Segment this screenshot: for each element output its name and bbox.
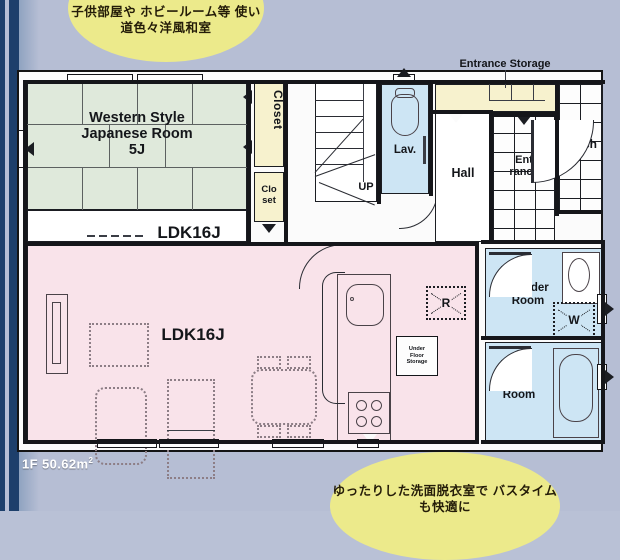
toilet-bowl <box>391 94 419 136</box>
wall-entrance-left <box>481 240 605 244</box>
under-floor-storage-label: Under Floor Storage <box>406 346 428 366</box>
wall-stairs-right <box>377 80 381 204</box>
room-label-ldk: LDK16J <box>157 223 221 242</box>
toilet-tank <box>395 88 415 98</box>
furniture-chair-3 <box>257 425 281 438</box>
floor-plan-sheet: Western Style Japanese Room 5J Closet Cl… <box>17 58 614 479</box>
wall-closet-right <box>284 80 288 244</box>
kitchen-counter-edge <box>322 272 345 404</box>
callout-bottom-bubble: ゆったりした洗面脱衣室で バスタイムも快適に <box>330 452 560 560</box>
room-label-closet-lower: Clo set <box>261 184 277 207</box>
appliance-washer-symbol: W <box>567 313 581 327</box>
wall-outer-top <box>23 80 435 84</box>
kitchen-faucet <box>350 297 354 301</box>
wall-outer-bottom <box>23 440 479 444</box>
floor-area-value: 1F 50.62m <box>22 456 89 472</box>
room-closet-upper[interactable] <box>254 82 284 167</box>
wall-entrance-right <box>489 110 493 244</box>
wall-porch-bottom <box>555 210 603 214</box>
kitchen-burner-1 <box>356 400 367 411</box>
room-hall[interactable] <box>435 112 491 242</box>
wall-lav-right <box>429 80 433 196</box>
room-label-japanese-style: Western Style Japanese Room 5J <box>81 110 193 159</box>
wall-outer-left <box>23 80 27 444</box>
wall-tatami-ldk <box>25 242 325 246</box>
room-label-ldk-text: LDK16J <box>161 325 225 344</box>
left-frame-bar-outer <box>0 0 5 511</box>
kitchen-burner-2 <box>371 400 382 411</box>
bathtub <box>559 354 593 422</box>
furniture-rug <box>89 323 149 367</box>
wall-outer-right <box>601 240 605 444</box>
room-entrance-storage[interactable] <box>435 84 575 112</box>
label-entrance-storage: Entrance Storage <box>459 58 551 70</box>
room-label-lavatory: Lav. <box>393 144 417 156</box>
appliance-refrigerator: R <box>426 286 466 320</box>
vanity-basin <box>568 258 590 292</box>
kitchen-burner-4 <box>371 416 382 427</box>
room-label-hall: Hall <box>451 166 475 180</box>
appliance-washer: W <box>553 302 595 338</box>
floor-area-unit: 2 <box>88 456 94 465</box>
callout-top-text: 子供部屋や ホビールーム等 使い道色々洋風和室 <box>71 5 261 35</box>
furniture-tv <box>52 302 61 364</box>
wall-hall-bottom <box>325 242 479 246</box>
wall-ldk-right <box>475 242 479 444</box>
left-frame-bar-inner <box>9 0 19 511</box>
furniture-chair-1 <box>257 356 281 369</box>
wall-powder-bath-divider <box>481 336 605 340</box>
stairs-up-label: UP <box>358 181 374 193</box>
wall-outer-top-right <box>433 80 605 84</box>
furniture-dining-table <box>251 369 317 425</box>
appliance-refrigerator-symbol: R <box>440 296 452 310</box>
floor-area-label: 1F 50.62m2 <box>22 456 93 471</box>
wall-porch-left <box>555 82 559 216</box>
room-label-closet-upper: Closet <box>271 90 285 130</box>
stairs-area[interactable] <box>315 82 377 202</box>
kitchen-cooktop <box>348 392 390 434</box>
furniture-tv-cabinet <box>46 294 68 374</box>
wall-entrance-storage-bottom <box>433 110 493 114</box>
furniture-sofa <box>95 387 147 465</box>
room-closet-lower[interactable] <box>254 172 284 222</box>
furniture-chair-4 <box>287 425 311 438</box>
kitchen-sink-basin <box>346 284 384 326</box>
kitchen-burner-3 <box>356 416 367 427</box>
furniture-center-shelf <box>167 379 215 479</box>
wall-tatami-right <box>247 80 251 244</box>
under-floor-storage-box: Under Floor Storage <box>396 336 438 376</box>
wall-outer-bottom-right <box>481 440 605 444</box>
furniture-chair-2 <box>287 356 311 369</box>
